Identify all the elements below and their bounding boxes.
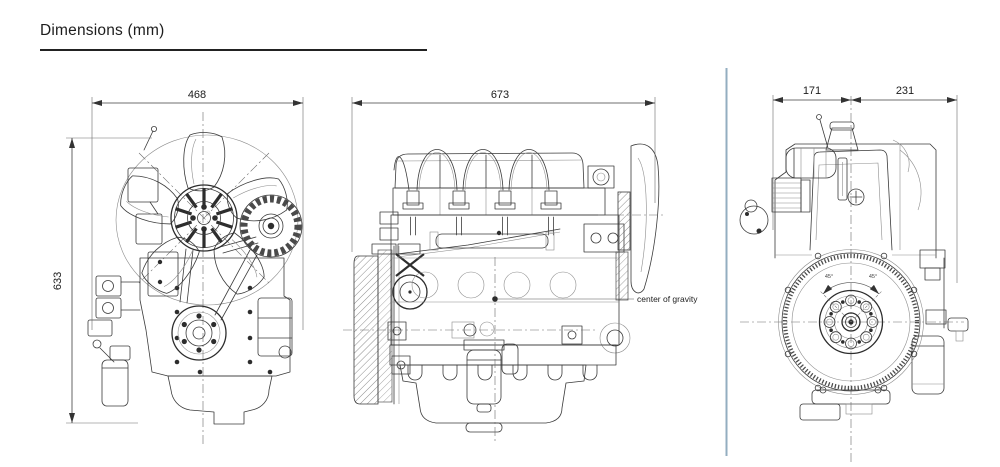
fan-blade-side bbox=[630, 143, 660, 294]
side-right-equipment bbox=[583, 143, 666, 354]
alternator bbox=[239, 194, 303, 258]
front-crankcase bbox=[139, 257, 291, 377]
center-of-gravity-marker bbox=[492, 296, 498, 302]
rear-view-drawing: 45° 45° 171 231 bbox=[739, 85, 969, 462]
valve-cover bbox=[394, 152, 585, 189]
rear-base bbox=[799, 386, 891, 421]
dimension-side-length: 673 bbox=[491, 89, 509, 101]
front-block-bolts bbox=[174, 285, 273, 375]
intake-funnel bbox=[816, 114, 859, 151]
head-cover-rear bbox=[809, 149, 893, 251]
rear-dimensions: 171 231 bbox=[772, 85, 958, 283]
front-starter bbox=[257, 297, 293, 359]
side-oil-pan bbox=[399, 364, 587, 424]
dimension-rear-left: 171 bbox=[803, 85, 821, 97]
side-dimension: 673 bbox=[351, 89, 656, 252]
lower-crankcase bbox=[389, 344, 617, 366]
title-underline bbox=[40, 49, 427, 51]
front-dimensions: 468 633 bbox=[52, 89, 304, 424]
side-view-drawing: center of gravity 673 bbox=[343, 89, 698, 441]
rear-right-fittings bbox=[892, 139, 969, 395]
dimension-rear-right: 231 bbox=[896, 85, 914, 97]
rear-oil-filter bbox=[911, 335, 945, 395]
dimension-front-width: 468 bbox=[188, 89, 206, 101]
cooling-fan bbox=[116, 132, 293, 300]
front-left-accessories bbox=[127, 126, 179, 297]
flywheel-angle-left-label: 45° bbox=[825, 274, 833, 280]
exhaust-flange bbox=[95, 275, 141, 319]
front-oil-pan bbox=[167, 375, 273, 425]
oil-filter-side bbox=[451, 321, 519, 413]
front-view-drawing: 468 633 bbox=[52, 89, 304, 446]
crank-pulley bbox=[171, 305, 227, 361]
page-title: Dimensions (mm) bbox=[40, 22, 165, 39]
air-cleaner bbox=[785, 147, 837, 179]
starter-motor bbox=[739, 177, 811, 235]
injectors-and-fuel-lines bbox=[393, 149, 562, 258]
front-oil-filter bbox=[87, 319, 131, 407]
flywheel-angle-right-label: 45° bbox=[869, 274, 877, 280]
rear-body-outline bbox=[774, 143, 937, 259]
flywheel: 45° 45° bbox=[778, 249, 924, 395]
center-of-gravity-label: center of gravity bbox=[637, 294, 698, 304]
dimension-front-height: 633 bbox=[52, 272, 64, 290]
